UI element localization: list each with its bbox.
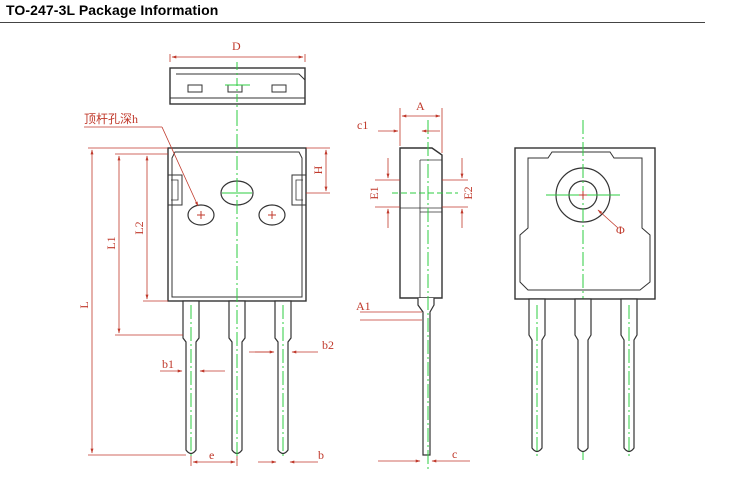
page-title: TO-247-3L Package Information [6, 2, 219, 18]
dim-label-D: D [232, 39, 241, 53]
dim-label-c: c [452, 447, 457, 461]
dim-label-b2: b2 [322, 338, 334, 352]
side-view [392, 120, 458, 470]
dim-label-L1: L1 [104, 236, 118, 249]
length-dimensions [88, 147, 330, 456]
dim-label-b: b [318, 448, 324, 462]
side-dimensions [360, 108, 470, 463]
dim-label-phi: Φ [616, 223, 625, 237]
dim-label-e: e [209, 448, 214, 462]
top-view [169, 54, 306, 112]
dim-label-A: A [416, 99, 425, 113]
dim-label-A1: A1 [356, 299, 371, 313]
dim-label-b1: b1 [162, 357, 174, 371]
dim-label-E2: E2 [461, 186, 475, 199]
title-divider [0, 22, 705, 23]
dim-label-L: L [77, 301, 91, 308]
dim-label-pin-hole: 顶杆孔深h [84, 112, 138, 126]
pin-hole-leader [84, 126, 199, 207]
dim-label-H: H [311, 165, 325, 174]
dim-label-c1: c1 [357, 118, 368, 132]
lead-dimensions [160, 350, 318, 466]
dim-label-L2: L2 [132, 221, 146, 234]
back-view [514, 120, 656, 460]
front-view [167, 112, 307, 460]
dim-label-E1: E1 [367, 186, 381, 199]
